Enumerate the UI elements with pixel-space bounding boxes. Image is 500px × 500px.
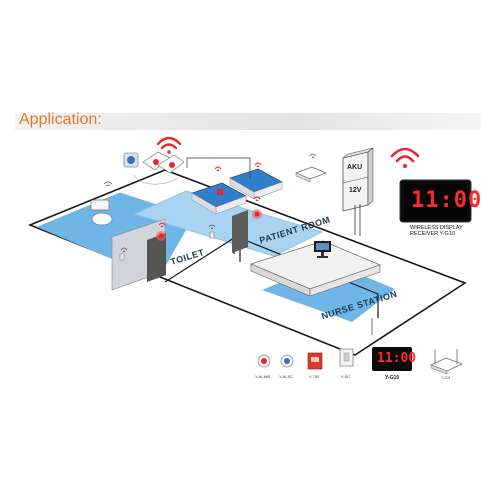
legend-label: Y-AI-SC <box>279 374 294 379</box>
legend-label: Y-G4 <box>441 375 450 380</box>
receiver-label-line1: WIRELESS DISPLAY <box>410 225 463 231</box>
display-receiver-icon <box>399 179 472 223</box>
wireless-signal-icon <box>390 147 420 168</box>
wireless-button-icon <box>257 354 271 368</box>
pull-cord-icon <box>307 352 323 370</box>
wiring <box>186 157 251 178</box>
wall-switch-icon <box>339 348 354 367</box>
receiver-time-display: 11:00 <box>411 188 483 213</box>
receiver-label-line2: RECEIVER Y-G10 <box>410 231 455 237</box>
page-title: Application: <box>19 111 102 128</box>
router-icon <box>430 349 463 375</box>
wireless-signal-icon <box>156 136 182 154</box>
power-aku-label: AKU <box>347 164 363 171</box>
toilet-door <box>147 233 166 282</box>
small-signal-icon <box>158 162 262 228</box>
legend-label: Y-700 <box>309 374 320 379</box>
wall-switch-icon <box>119 253 125 261</box>
bedside-call-devices <box>123 151 185 185</box>
toilet-icon <box>90 199 113 226</box>
wireless-button-icon <box>280 354 294 368</box>
bed-icon <box>229 168 283 200</box>
display-receiver-icon <box>372 347 412 371</box>
title-bar <box>15 113 481 130</box>
patient-room-door <box>232 210 248 253</box>
bed-call-button <box>217 189 223 195</box>
power-voltage-label: 12V <box>349 187 362 194</box>
router-icon <box>295 166 327 183</box>
power-supply-unit <box>342 147 374 212</box>
legend-display-time: 11:00 <box>377 351 417 366</box>
legend-label: Y-SC <box>341 374 351 379</box>
alarm-light-icon <box>254 211 260 217</box>
monitor-icon <box>314 241 331 258</box>
nurse-station-desk <box>249 240 381 297</box>
floor-outline <box>27 169 467 356</box>
legend-label: Y-AI-WB <box>255 374 271 379</box>
legend-label: Y-G10 <box>385 375 400 381</box>
wall-switch-icon <box>209 231 215 239</box>
alarm-light-icon <box>158 233 164 239</box>
